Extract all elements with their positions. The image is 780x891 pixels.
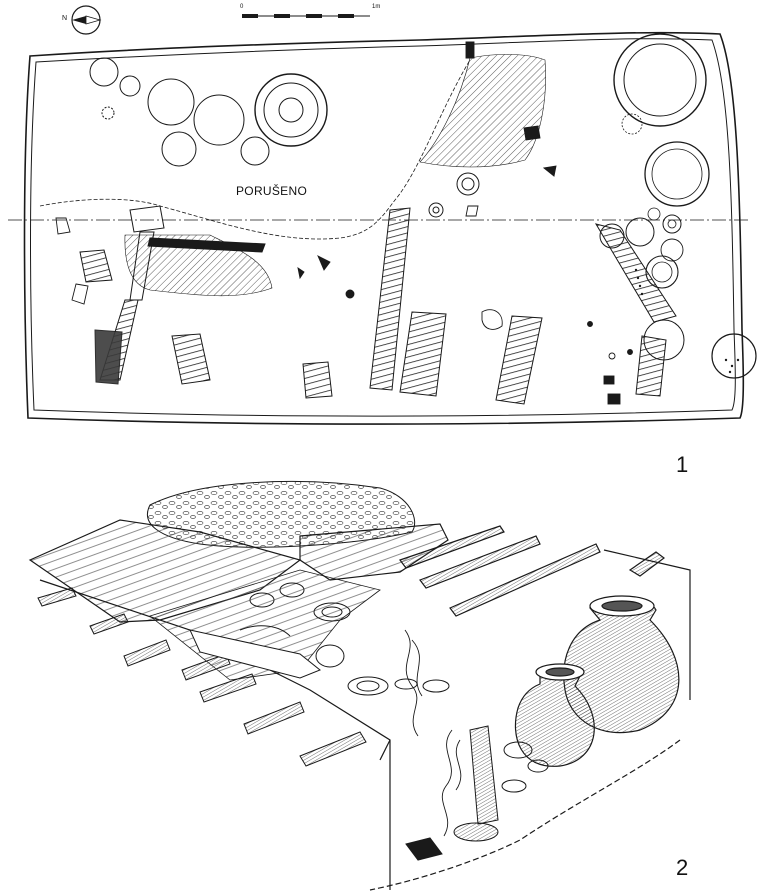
smoke-wisps	[404, 629, 462, 837]
disturbed-boundary	[39, 59, 471, 240]
scale-start-label: 0	[240, 4, 244, 10]
grave-pit-outline	[23, 31, 745, 425]
offering-objects	[405, 725, 549, 861]
roof-crossbeams	[399, 525, 665, 617]
wooden-beams	[79, 205, 677, 405]
vessel-circles-upper	[89, 57, 480, 218]
large-storage-jars	[514, 595, 680, 767]
buried-figure	[189, 625, 345, 679]
panel-number-2: 2	[676, 855, 689, 880]
grave-plan-drawing	[8, 5, 757, 425]
scale-end-label: 1m	[372, 4, 381, 10]
chamber-vessels	[249, 582, 450, 696]
disturbed-area-label: PORUŠENO	[236, 184, 308, 198]
stone-fragments	[55, 41, 633, 405]
bead-dots	[634, 268, 740, 374]
plank-roof-center	[299, 523, 449, 581]
pit-walls	[39, 549, 691, 891]
panel-number-1: 1	[676, 452, 689, 477]
north-arrow-icon	[71, 5, 102, 35]
hatched-area-upper	[419, 54, 546, 168]
wall-pegs	[37, 587, 367, 767]
large-vessel-group	[599, 33, 757, 379]
scale-bar	[242, 14, 370, 18]
grave-reconstruction-drawing	[28, 481, 691, 891]
north-label: N	[62, 15, 68, 22]
